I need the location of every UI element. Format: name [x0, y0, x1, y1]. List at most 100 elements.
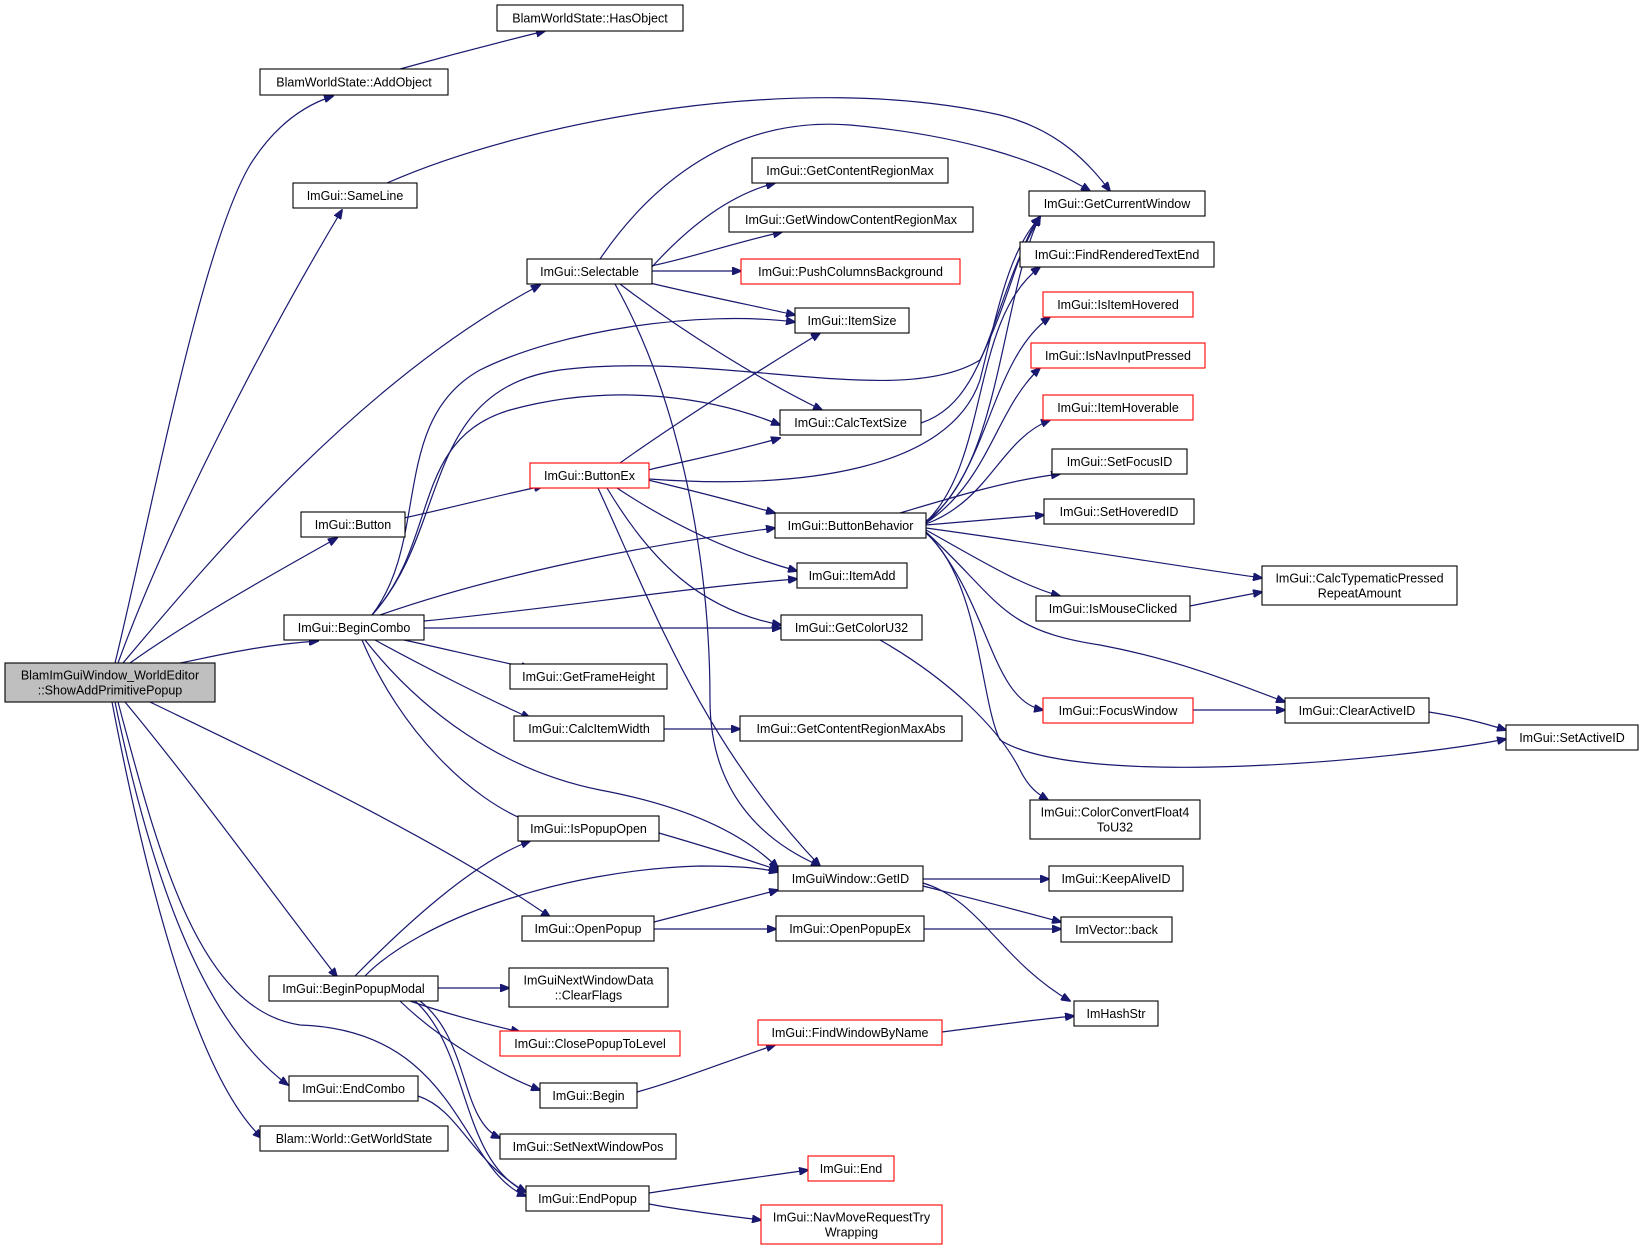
node-box — [499, 1133, 677, 1160]
edge-line — [614, 283, 820, 866]
node-button-behavior[interactable]: ImGui::ButtonBehavior — [774, 512, 927, 539]
edge-button-behavior-to-set-hovered-id — [925, 515, 1044, 526]
edge-begin-combo-to-button-behavior — [379, 528, 775, 616]
node-label: ImGui::FocusWindow — [1059, 704, 1179, 718]
edge-line — [386, 97, 1110, 191]
node-end[interactable]: ImGui::End — [807, 1155, 895, 1182]
node-label: ImGui::IsNavInputPressed — [1045, 349, 1191, 363]
node-box — [780, 614, 923, 641]
node-begin-popup-modal[interactable]: ImGui::BeginPopupModal — [268, 975, 439, 1002]
node-item-add[interactable]: ImGui::ItemAdd — [796, 562, 908, 589]
edge-end-popup-to-nav-move-request-try — [648, 1203, 761, 1220]
edge-line — [619, 283, 822, 410]
node-box — [283, 614, 425, 641]
node-open-popup-ex[interactable]: ImGui::OpenPopupEx — [775, 915, 925, 942]
node-close-popup-to-level[interactable]: ImGui::ClosePopupToLevel — [499, 1030, 681, 1057]
node-add-object[interactable]: BlamWorldState::AddObject — [259, 68, 449, 96]
node-item-hoverable[interactable]: ImGui::ItemHoverable — [1042, 394, 1194, 421]
node-get-id[interactable]: ImGuiWindow::GetID — [777, 865, 924, 892]
node-box — [526, 258, 653, 285]
node-focus-window[interactable]: ImGui::FocusWindow — [1042, 697, 1194, 724]
edge-line — [419, 1000, 500, 1138]
node-set-next-window-pos[interactable]: ImGui::SetNextWindowPos — [499, 1133, 677, 1160]
node-is-mouse-clicked[interactable]: ImGui::IsMouseClicked — [1035, 595, 1191, 622]
node-has-object[interactable]: BlamWorldState::HasObject — [496, 4, 684, 32]
node-calc-item-width[interactable]: ImGui::CalcItemWidth — [513, 715, 665, 742]
node-item-size[interactable]: ImGui::ItemSize — [794, 307, 910, 334]
node-box — [1505, 724, 1639, 751]
edge-root-to-add-object — [114, 96, 333, 664]
node-set-focus-id[interactable]: ImGui::SetFocusID — [1051, 448, 1188, 475]
node-is-item-hovered[interactable]: ImGui::IsItemHovered — [1042, 291, 1194, 318]
node-get-window-content-region-max[interactable]: ImGui::GetWindowContentRegionMax — [728, 206, 974, 233]
node-button-ex[interactable]: ImGui::ButtonEx — [529, 462, 650, 489]
edge-line — [925, 317, 1050, 524]
edge-line — [636, 1045, 775, 1093]
edge-line — [922, 885, 1061, 922]
edge-is-mouse-clicked-to-calc-typematic — [1189, 592, 1262, 607]
edge-line — [371, 394, 780, 616]
node-box — [513, 715, 665, 742]
node-box — [807, 1155, 895, 1182]
node-box — [496, 4, 684, 32]
edge-line — [354, 841, 530, 977]
node-label: ImGui::ItemSize — [808, 314, 897, 328]
node-box — [292, 182, 418, 209]
edge-line — [647, 438, 780, 471]
node-keep-alive-id[interactable]: ImGui::KeepAliveID — [1048, 865, 1184, 892]
edge-line — [925, 267, 1040, 523]
node-is-nav-input-pressed[interactable]: ImGui::IsNavInputPressed — [1030, 342, 1206, 369]
edge-begin-popup-modal-to-close-popup-to-level — [409, 1000, 520, 1032]
node-label: ImGui::SetNextWindowPos — [513, 1140, 664, 1154]
node-label: ImGui::FindRenderedTextEnd — [1035, 248, 1200, 262]
node-end-combo[interactable]: ImGui::EndCombo — [288, 1075, 419, 1102]
node-box — [1035, 595, 1191, 622]
node-open-popup[interactable]: ImGui::OpenPopup — [521, 915, 655, 942]
node-clear-active-id[interactable]: ImGui::ClearActiveID — [1284, 697, 1430, 724]
node-calc-text-size[interactable]: ImGui::CalcTextSize — [779, 409, 922, 436]
edge-line — [922, 882, 1070, 1001]
node-set-active-id[interactable]: ImGui::SetActiveID — [1505, 724, 1639, 751]
node-end-popup[interactable]: ImGui::EndPopup — [525, 1185, 650, 1212]
node-box — [288, 1075, 419, 1102]
edge-line — [379, 528, 775, 616]
node-get-current-window[interactable]: ImGui::GetCurrentWindow — [1028, 190, 1206, 217]
node-selectable[interactable]: ImGui::Selectable — [526, 258, 653, 285]
node-find-window-by-name[interactable]: ImGui::FindWindowByName — [757, 1019, 943, 1046]
node-button[interactable]: ImGui::Button — [300, 511, 406, 538]
node-get-content-region-max[interactable]: ImGui::GetContentRegionMax — [751, 157, 949, 184]
edge-line — [606, 487, 781, 625]
node-begin[interactable]: ImGui::Begin — [539, 1082, 638, 1109]
node-label: ImGui::Selectable — [540, 265, 639, 279]
edge-line — [925, 529, 1060, 596]
node-label: ImGui::IsMouseClicked — [1049, 602, 1178, 616]
node-begin-combo[interactable]: ImGui::BeginCombo — [283, 614, 425, 641]
node-get-color-u32[interactable]: ImGui::GetColorU32 — [780, 614, 923, 641]
node-box — [1048, 865, 1184, 892]
node-label: RepeatAmount — [1318, 587, 1402, 601]
node-same-line[interactable]: ImGui::SameLine — [292, 182, 418, 209]
node-get-frame-height[interactable]: ImGui::GetFrameHeight — [509, 663, 668, 690]
edge-begin-popup-modal-to-get-id — [364, 865, 778, 977]
edge-line — [414, 1000, 526, 1192]
node-im-hash-str[interactable]: ImHashStr — [1073, 1000, 1159, 1027]
node-get-content-region-max-abs[interactable]: ImGui::GetContentRegionMaxAbs — [739, 715, 963, 742]
node-clear-flags[interactable]: ImGuiNextWindowData::ClearFlags — [508, 967, 669, 1008]
edge-root-to-begin-combo — [179, 641, 318, 664]
node-push-columns-background[interactable]: ImGui::PushColumnsBackground — [740, 258, 961, 285]
node-is-popup-open[interactable]: ImGui::IsPopupOpen — [517, 815, 660, 842]
node-set-hovered-id[interactable]: ImGui::SetHoveredID — [1043, 498, 1195, 525]
node-label: ImGuiWindow::GetID — [792, 872, 909, 886]
edge-line — [1428, 711, 1506, 730]
node-root[interactable]: BlamImGuiWindow_WorldEditor::ShowAddPrim… — [4, 662, 216, 703]
edge-selectable-to-get-window-content-region-max — [650, 232, 782, 267]
edge-button-ex-to-get-current-window — [648, 217, 1040, 483]
edge-line — [925, 368, 1040, 524]
node-find-rendered-text-end[interactable]: ImGui::FindRenderedTextEnd — [1019, 241, 1215, 268]
edge-line — [925, 532, 1506, 768]
node-get-world-state[interactable]: Blam::World::GetWorldState — [259, 1125, 449, 1152]
node-back[interactable]: ImVector::back — [1060, 916, 1173, 943]
